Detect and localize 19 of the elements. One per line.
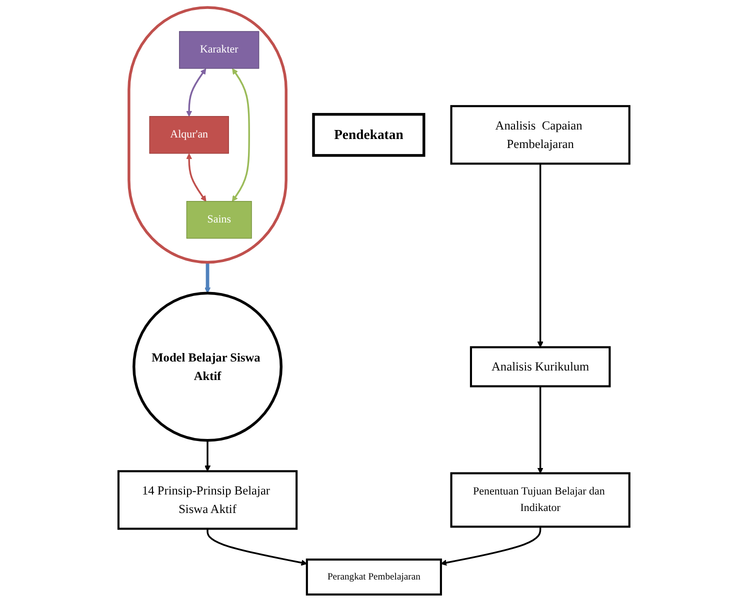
arrow — [204, 262, 211, 294]
arrow — [186, 68, 206, 117]
node-box: Pendekatan — [312, 112, 426, 157]
arrow — [537, 386, 544, 474]
node-box: Karakter — [179, 31, 260, 69]
node-box: Perangkat Pembelajaran — [306, 558, 442, 596]
arrow — [186, 153, 206, 202]
node-circle: Model Belajar Siswa Aktif — [132, 292, 283, 442]
arrow — [537, 164, 544, 348]
node-box: Analisis Kurikulum — [470, 346, 611, 388]
node-box: Alqur'an — [149, 116, 229, 154]
node-box: Sains — [186, 200, 252, 239]
arrow — [440, 526, 542, 566]
node-box: Penentuan Tujuan Belajar dan Indikator — [450, 472, 630, 528]
arrow — [206, 528, 308, 566]
node-box: Analisis Capaian Pembelajaran — [450, 105, 630, 165]
arrow — [232, 68, 250, 202]
node-box: 14 Prinsip-Prinsip Belajar Siswa Aktif — [118, 470, 298, 530]
arrow — [204, 440, 211, 472]
